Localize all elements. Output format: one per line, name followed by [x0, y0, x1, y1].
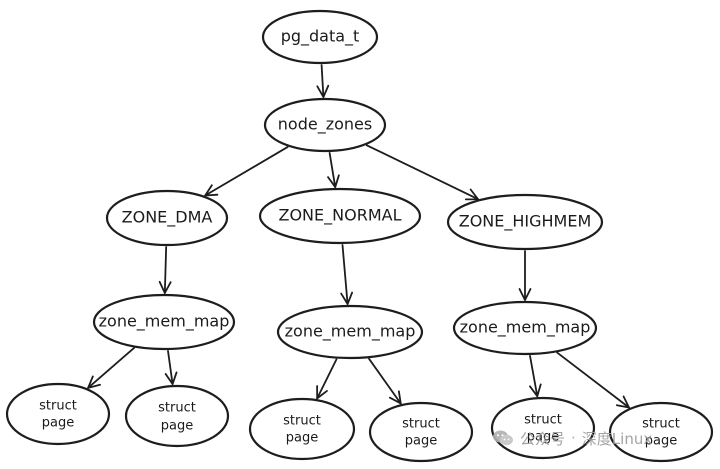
node-zone-mem-map-normal-label: zone_mem_map: [285, 322, 416, 342]
struct-label: struct: [642, 417, 680, 432]
node-zone-normal-label: ZONE_NORMAL: [279, 206, 402, 226]
edge-node_zones-to-zone_dma: [204, 146, 289, 197]
edge-pg_data_t-to-node_zones: [320, 64, 325, 98]
edge-zone_dma-to-mem_map_dma: [163, 246, 168, 294]
page-label: page: [527, 430, 559, 445]
struct-label: struct: [524, 413, 562, 428]
watermark-account-name: 深度Linux: [581, 429, 653, 448]
node-pg-data-t: pg_data_t: [261, 9, 379, 65]
struct-label: struct: [158, 401, 196, 416]
arrowhead-zone_normal-to-mem_map_normal: [340, 291, 354, 305]
arrowhead-pg_data_t-to-node_zones: [316, 84, 330, 98]
node-pg-data-t-label: pg_data_t: [281, 27, 360, 47]
arrowhead-mem_map_dma-to-page_dma_1: [87, 375, 101, 389]
node-zone-mem-map-highmem: zone_mem_map: [452, 300, 598, 356]
arrowhead-mem_map_highmem-to-page_highmem_2: [616, 395, 630, 409]
arrowhead-zone_highmem-to-mem_map_highmem: [518, 288, 532, 301]
node-zone-highmem: ZONE_HIGHMEM: [446, 193, 604, 251]
edge-mem_map_highmem-to-page_highmem_2: [556, 351, 630, 409]
watermark-separator: ·: [571, 429, 576, 447]
page-label: page: [405, 434, 437, 449]
diagram-edges: [87, 64, 630, 409]
edge-mem_map_highmem-to-page_highmem_1: [529, 355, 539, 398]
arrowhead-node_zones-to-zone_normal: [327, 174, 340, 188]
watermark-account-label: 公众号: [520, 429, 566, 448]
arrowhead-zone_dma-to-mem_map_dma: [158, 280, 172, 294]
node-zone-mem-map-normal: zone_mem_map: [276, 304, 424, 360]
node-struct-page-dma-1: struct page: [5, 382, 111, 446]
edge-node_zones-to-zone_normal: [328, 152, 337, 188]
arrowhead-mem_map_highmem-to-page_highmem_1: [529, 383, 542, 398]
edge-mem_map_dma-to-page_dma_1: [87, 347, 135, 389]
node-node-zones: node_zones: [263, 97, 387, 153]
node-struct-page-highmem-1: struct page: [490, 396, 596, 460]
arrowhead-mem_map_normal-to-page_normal_2: [388, 390, 402, 405]
page-label: page: [42, 416, 74, 431]
node-zone-mem-map-dma: zone_mem_map: [92, 293, 236, 351]
edge-zone_normal-to-mem_map_normal: [341, 244, 349, 305]
node-zone-dma: ZONE_DMA: [105, 189, 229, 247]
watermark: 公众号 · 深度Linux: [492, 424, 652, 452]
node-node-zones-label: node_zones: [278, 115, 372, 135]
node-struct-page-highmem-2: struct page: [608, 401, 714, 463]
edge-mem_map_normal-to-page_normal_1: [316, 358, 338, 400]
node-struct-page-normal-2: struct page: [368, 401, 474, 463]
edge-mem_map_dma-to-page_dma_2: [167, 350, 174, 386]
struct-label: struct: [283, 414, 321, 429]
arrowhead-mem_map_normal-to-page_normal_1: [316, 385, 328, 400]
struct-label: struct: [402, 417, 440, 432]
edge-mem_map_normal-to-page_normal_2: [368, 357, 402, 405]
node-zone-highmem-label: ZONE_HIGHMEM: [459, 212, 592, 232]
wechat-icon: [493, 430, 513, 446]
arrowhead-node_zones-to-zone_highmem: [464, 188, 479, 201]
arrowhead-node_zones-to-zone_dma: [204, 184, 219, 197]
node-zone-mem-map-highmem-label: zone_mem_map: [460, 318, 591, 338]
node-zone-normal: ZONE_NORMAL: [258, 187, 422, 245]
page-label: page: [645, 434, 677, 449]
node-struct-page-normal-1: struct page: [248, 397, 356, 461]
node-zone-mem-map-dma-label: zone_mem_map: [99, 312, 230, 332]
page-label: page: [161, 419, 193, 434]
arrowhead-mem_map_dma-to-page_dma_2: [164, 371, 178, 386]
edge-node_zones-to-zone_highmem: [365, 144, 479, 201]
page-label: page: [286, 431, 318, 446]
node-struct-page-dma-2: struct page: [124, 384, 230, 448]
struct-label: struct: [39, 399, 77, 414]
node-zone-dma-label: ZONE_DMA: [122, 208, 213, 228]
